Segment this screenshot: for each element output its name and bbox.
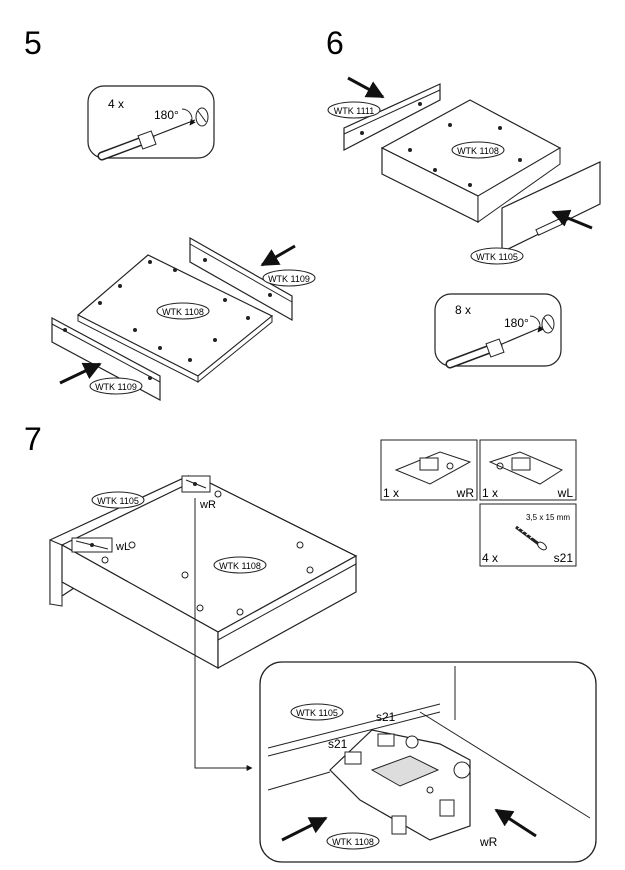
step6-arrow-front (551, 209, 593, 230)
step6-quantity: 8 x (455, 303, 471, 317)
kit-right-code: wR (456, 486, 475, 500)
step5-base-panel: WTK 1108 (76, 254, 274, 384)
step-number-5: 5 (24, 25, 42, 61)
kit-left-qty: 1 x (482, 486, 498, 500)
detail-runner-label: wR (479, 835, 498, 849)
runner-right-mounted (181, 475, 211, 493)
detail-front-label: WTK 1105 (296, 708, 338, 718)
step7-front-label: WTK 1105 (97, 496, 139, 506)
cam-screw-icon (445, 314, 555, 369)
step6-front-panel: WTK 1105 (470, 161, 601, 265)
detail-leader-line (194, 498, 253, 771)
step7-runner-left-label: wL (115, 541, 130, 553)
screw-icon (515, 525, 547, 551)
step-number-6: 6 (326, 25, 344, 61)
step6-drawer-body: WTK 1108 (380, 99, 562, 223)
kit-screw-code: s21 (554, 551, 574, 565)
detail-arrow-left (281, 816, 328, 842)
detail-arrow-right (494, 808, 537, 838)
runner-detail-icon (329, 729, 471, 841)
step6-base-label: WTK 1108 (457, 146, 499, 156)
kit-runner-right: 1 x wR (380, 439, 478, 501)
step6-detail-callout: 8 x 180° (434, 293, 562, 369)
step6-back-panel: WTK 1111 (327, 76, 441, 151)
step5-detail-callout: 4 x 180° (87, 85, 215, 161)
step5-arrow-right (260, 244, 296, 267)
cam-screw-icon (97, 107, 209, 161)
runner-left-mounted (71, 537, 113, 553)
kit-screw-qty: 4 x (482, 551, 498, 565)
step5-side-panel-right: WTK 1109 (189, 236, 316, 322)
detail-screw-b: s21 (328, 737, 348, 751)
kit-runner-left: 1 x wL (479, 439, 577, 501)
step5-quantity: 4 x (108, 97, 124, 111)
step5-angle: 180° (154, 108, 179, 122)
step7-detail-callout: WTK 1105 s21 s21 WTK 1108 wR (259, 661, 597, 863)
step6-front-label: WTK 1105 (476, 252, 518, 262)
step6-angle: 180° (504, 316, 529, 330)
kit-right-qty: 1 x (383, 486, 399, 500)
step7-drawer: wR wL WTK 1105 WTK 1108 (49, 475, 358, 670)
step6-arrow-back (347, 76, 385, 99)
step5-base-label: WTK 1108 (162, 307, 204, 317)
runner-left-icon (488, 451, 564, 485)
step7-base-label: WTK 1108 (219, 561, 261, 571)
detail-screw-a: s21 (376, 710, 396, 724)
step5-side-right-label: WTK 1109 (268, 274, 310, 284)
step6-back-label: WTK 1111 (334, 106, 375, 116)
step5-side-panel-left: WTK 1109 (51, 316, 161, 402)
step5-side-left-label: WTK 1109 (95, 382, 137, 392)
kit-left-code: wL (557, 486, 574, 500)
step-number-7: 7 (24, 421, 42, 457)
kit-screws: 3,5 x 15 mm 4 x s21 (479, 503, 577, 567)
screw-size: 3,5 x 15 mm (526, 513, 570, 522)
step7-runner-right-label: wR (199, 499, 216, 511)
step5-arrow-left (59, 362, 102, 385)
runner-right-icon (394, 451, 472, 485)
detail-base-label: WTK 1108 (332, 837, 374, 847)
